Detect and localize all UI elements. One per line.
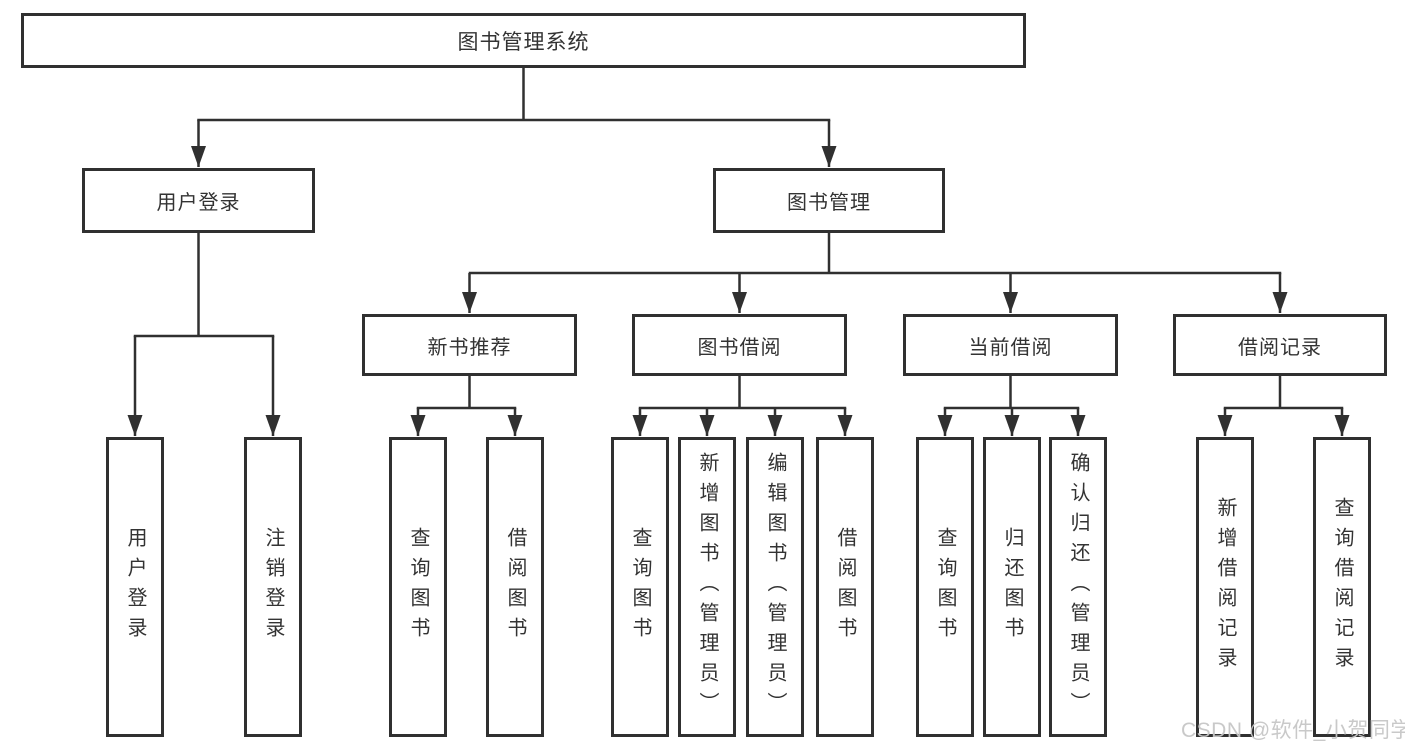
node-library-management-system: 图书管理系统 (21, 13, 1026, 68)
connector-user-login (133, 232, 275, 338)
leaf-borrow-add-books-admin: 新增图书（管理员） (678, 437, 736, 737)
connector-book-management (468, 231, 1282, 275)
leaf-borrow-query-books: 查询图书 (611, 437, 669, 737)
leaf-current-return-books: 归还图书 (983, 437, 1041, 737)
leaf-current-confirm-return-admin: 确认归还（管理员） (1049, 437, 1107, 737)
leaf-borrow-edit-books-admin: 编辑图书（管理员） (746, 437, 804, 737)
connector-new-book-recommend (416, 374, 517, 410)
leaf-recommend-query-books: 查询图书 (389, 437, 447, 737)
connector-book-borrow (638, 374, 847, 410)
connector-current-borrow (943, 374, 1080, 410)
leaf-borrow-borrow-books: 借阅图书 (816, 437, 874, 737)
leaf-records-add: 新增借阅记录 (1196, 437, 1254, 737)
leaf-current-query-books: 查询图书 (916, 437, 974, 737)
node-book-borrow: 图书借阅 (632, 314, 847, 376)
leaf-logout: 注销登录 (244, 437, 302, 737)
leaf-user-login: 用户登录 (106, 437, 164, 737)
leaf-recommend-borrow-books: 借阅图书 (486, 437, 544, 737)
connector-root (197, 66, 831, 122)
node-borrow-records: 借阅记录 (1173, 314, 1387, 376)
node-current-borrow: 当前借阅 (903, 314, 1118, 376)
csdn-watermark: CSDN @软件_小贺同学 (1181, 719, 1405, 742)
node-new-book-recommend: 新书推荐 (362, 314, 577, 376)
node-book-management: 图书管理 (713, 168, 945, 233)
leaf-records-query: 查询借阅记录 (1313, 437, 1371, 737)
node-user-login: 用户登录 (82, 168, 315, 233)
connector-borrow-records (1223, 374, 1344, 410)
